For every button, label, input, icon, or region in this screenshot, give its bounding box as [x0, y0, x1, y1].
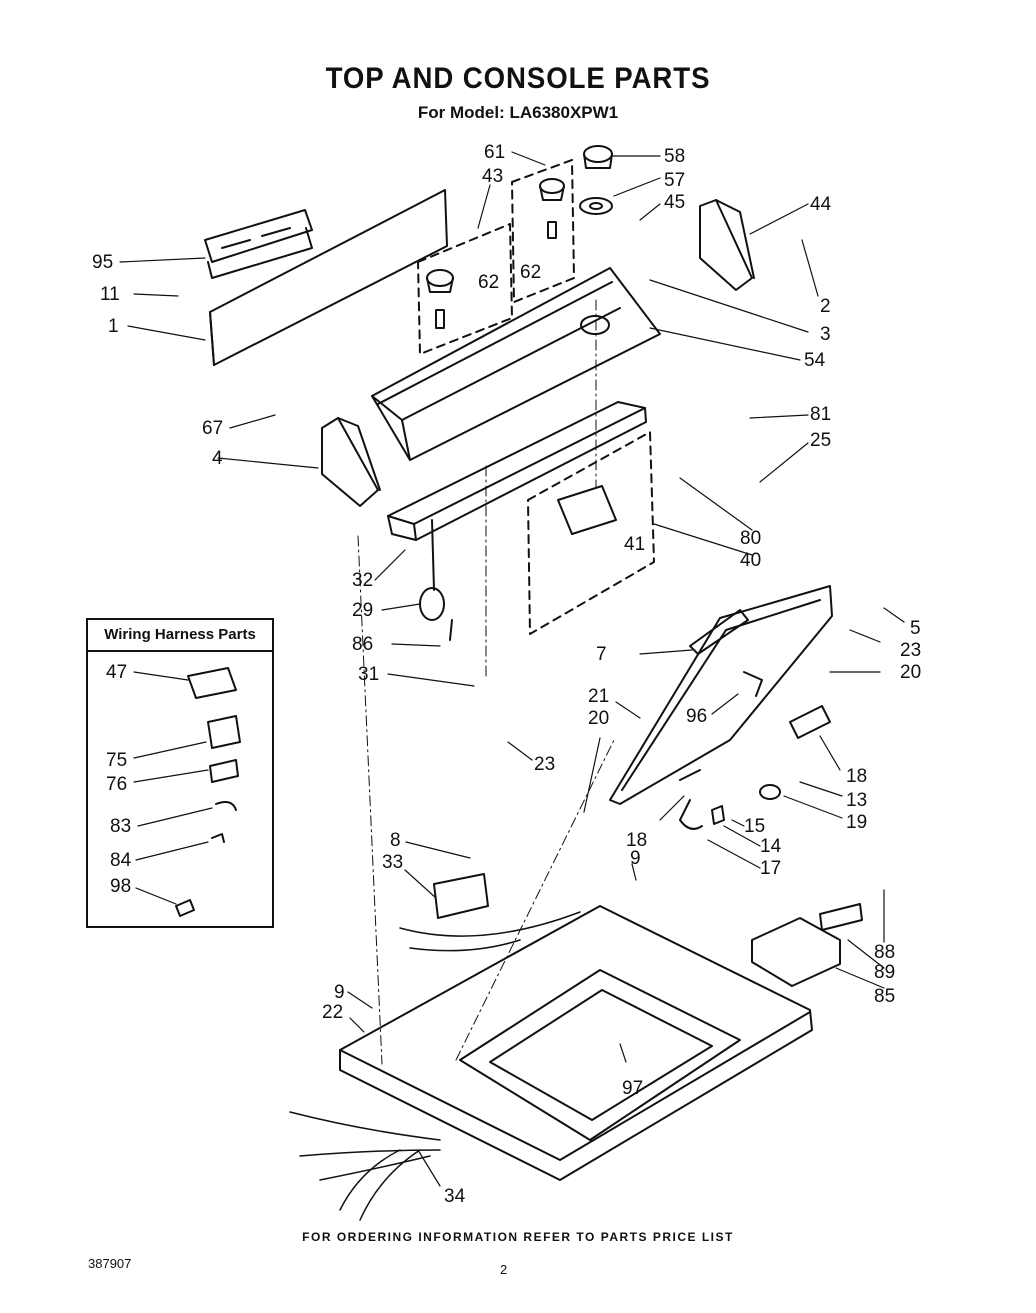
callout-33: 33 — [382, 852, 403, 873]
callout-7: 7 — [596, 644, 607, 665]
callout-9: 9 — [630, 848, 641, 869]
callout-labels: 61 58 43 57 45 44 95 62 62 11 2 1 3 54 8… — [92, 142, 921, 1207]
junction-box-part — [433, 873, 863, 987]
document-number: 387907 — [88, 1256, 132, 1271]
control-bracket-part — [387, 401, 647, 541]
callout-18: 18 — [626, 830, 647, 851]
lid-assembly-part — [609, 585, 833, 805]
callout-81: 81 — [810, 404, 831, 425]
callout-8: 8 — [390, 830, 401, 851]
callout-13: 13 — [846, 790, 867, 811]
callout-15: 15 — [744, 816, 765, 837]
callout-89: 89 — [874, 962, 895, 983]
ordering-footer-note: FOR ORDERING INFORMATION REFER TO PARTS … — [302, 1230, 734, 1244]
callout-40: 40 — [740, 550, 761, 571]
callout-14: 14 — [760, 836, 782, 857]
rear-panel-part — [204, 189, 448, 366]
console-end-part — [699, 199, 755, 291]
callout-20: 20 — [900, 662, 921, 683]
callout-17: 17 — [760, 858, 781, 879]
page-title: TOP AND CONSOLE PARTS — [325, 62, 711, 95]
callout-22: 22 — [322, 1002, 343, 1023]
callout-54: 54 — [804, 350, 826, 371]
callout-45: 45 — [664, 192, 685, 213]
callout-11: 11 — [100, 284, 120, 305]
callout-84: 84 — [110, 850, 132, 871]
callout-96: 96 — [686, 706, 707, 727]
callout-67: 67 — [202, 418, 223, 439]
callout-23: 23 — [534, 754, 555, 775]
callout-62: 62 — [478, 272, 499, 293]
wiring-harness-box: Wiring Harness Parts — [86, 618, 274, 928]
callout-41: 41 — [624, 534, 645, 555]
callout-75: 75 — [106, 750, 127, 771]
leader-lines — [119, 151, 905, 1187]
callout-9: 9 — [334, 982, 345, 1003]
model-subtitle: For Model: LA6380XPW1 — [417, 103, 619, 122]
callout-76: 76 — [106, 774, 127, 795]
callout-95: 95 — [92, 252, 113, 273]
callout-20: 20 — [588, 708, 609, 729]
callout-25: 25 — [810, 430, 831, 451]
harness-box-parts — [175, 667, 241, 917]
callout-80: 80 — [740, 528, 761, 549]
callout-44: 44 — [810, 194, 832, 215]
wiring-harness-part — [289, 911, 581, 1221]
knob-part — [426, 145, 613, 329]
callout-85: 85 — [874, 986, 895, 1007]
callout-62: 62 — [520, 262, 541, 283]
callout-3: 3 — [820, 324, 831, 345]
callout-47: 47 — [106, 662, 127, 683]
callout-97: 97 — [622, 1078, 643, 1099]
callout-58: 58 — [664, 146, 685, 167]
callout-57: 57 — [664, 170, 685, 191]
dashed-group-outline — [417, 159, 655, 635]
callout-34: 34 — [444, 1186, 466, 1207]
callout-61: 61 — [484, 142, 505, 163]
callout-86: 23 — [900, 640, 921, 661]
callout-4: 4 — [212, 448, 223, 469]
callout-2: 2 — [820, 296, 831, 317]
end-cap-part — [321, 417, 381, 507]
callout-29: 29 — [352, 600, 373, 621]
callout-31: 31 — [358, 664, 379, 685]
callout-43: 43 — [482, 166, 503, 187]
console-housing-part — [371, 267, 661, 461]
harness-box-title: Wiring Harness Parts — [88, 624, 272, 652]
callout-23: 86 — [352, 634, 373, 655]
callout-1: 1 — [108, 316, 119, 337]
callout-83: 83 — [110, 816, 131, 837]
cabinet-top-part — [339, 905, 813, 1181]
callout-32: 32 — [352, 570, 373, 591]
callout-5: 5 — [910, 618, 921, 639]
switch-part — [419, 485, 617, 641]
page-number: 2 — [500, 1262, 508, 1277]
callout-88: 88 — [874, 942, 895, 963]
assembly-guide-line — [357, 299, 615, 1065]
lid-switch-part — [679, 705, 831, 830]
callout-98: 98 — [110, 876, 131, 897]
callout-18: 18 — [846, 766, 867, 787]
callout-19: 19 — [846, 812, 867, 833]
callout-21: 21 — [588, 686, 609, 707]
